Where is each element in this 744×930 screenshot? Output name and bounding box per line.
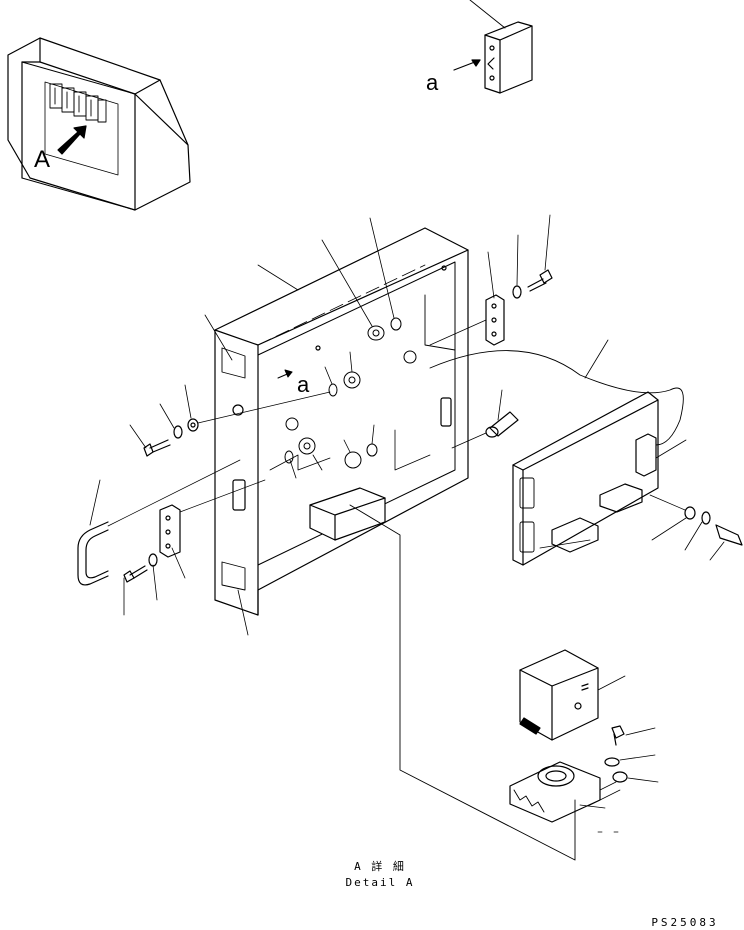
- relay-block-cluster: [49, 83, 107, 123]
- leader-lines: [89, 214, 725, 833]
- switch-assembly: [453, 0, 533, 94]
- drawing-code: PS25083: [651, 916, 719, 929]
- view-a-label: A: [34, 146, 51, 173]
- detail-caption-en: Detail A: [345, 876, 415, 889]
- cab-overview: [7, 37, 191, 211]
- mounting-panel: [214, 227, 469, 616]
- circuit-board: [429, 350, 743, 566]
- arrow-a-label-top: a: [426, 70, 439, 95]
- view-a-arrow: [57, 125, 87, 155]
- right-bolt-set: [512, 269, 553, 299]
- arrow-a-label-panel: a: [297, 372, 310, 397]
- detail-callout-lines: [349, 504, 576, 861]
- detail-caption-jp: A 詳 細: [354, 860, 406, 873]
- connector-block-right: [429, 294, 505, 346]
- grab-handle: [77, 459, 241, 586]
- relay-detail: [509, 649, 628, 823]
- connector-block-left: [159, 479, 266, 558]
- left-bolt-set: [123, 391, 331, 583]
- standoff: [451, 411, 519, 449]
